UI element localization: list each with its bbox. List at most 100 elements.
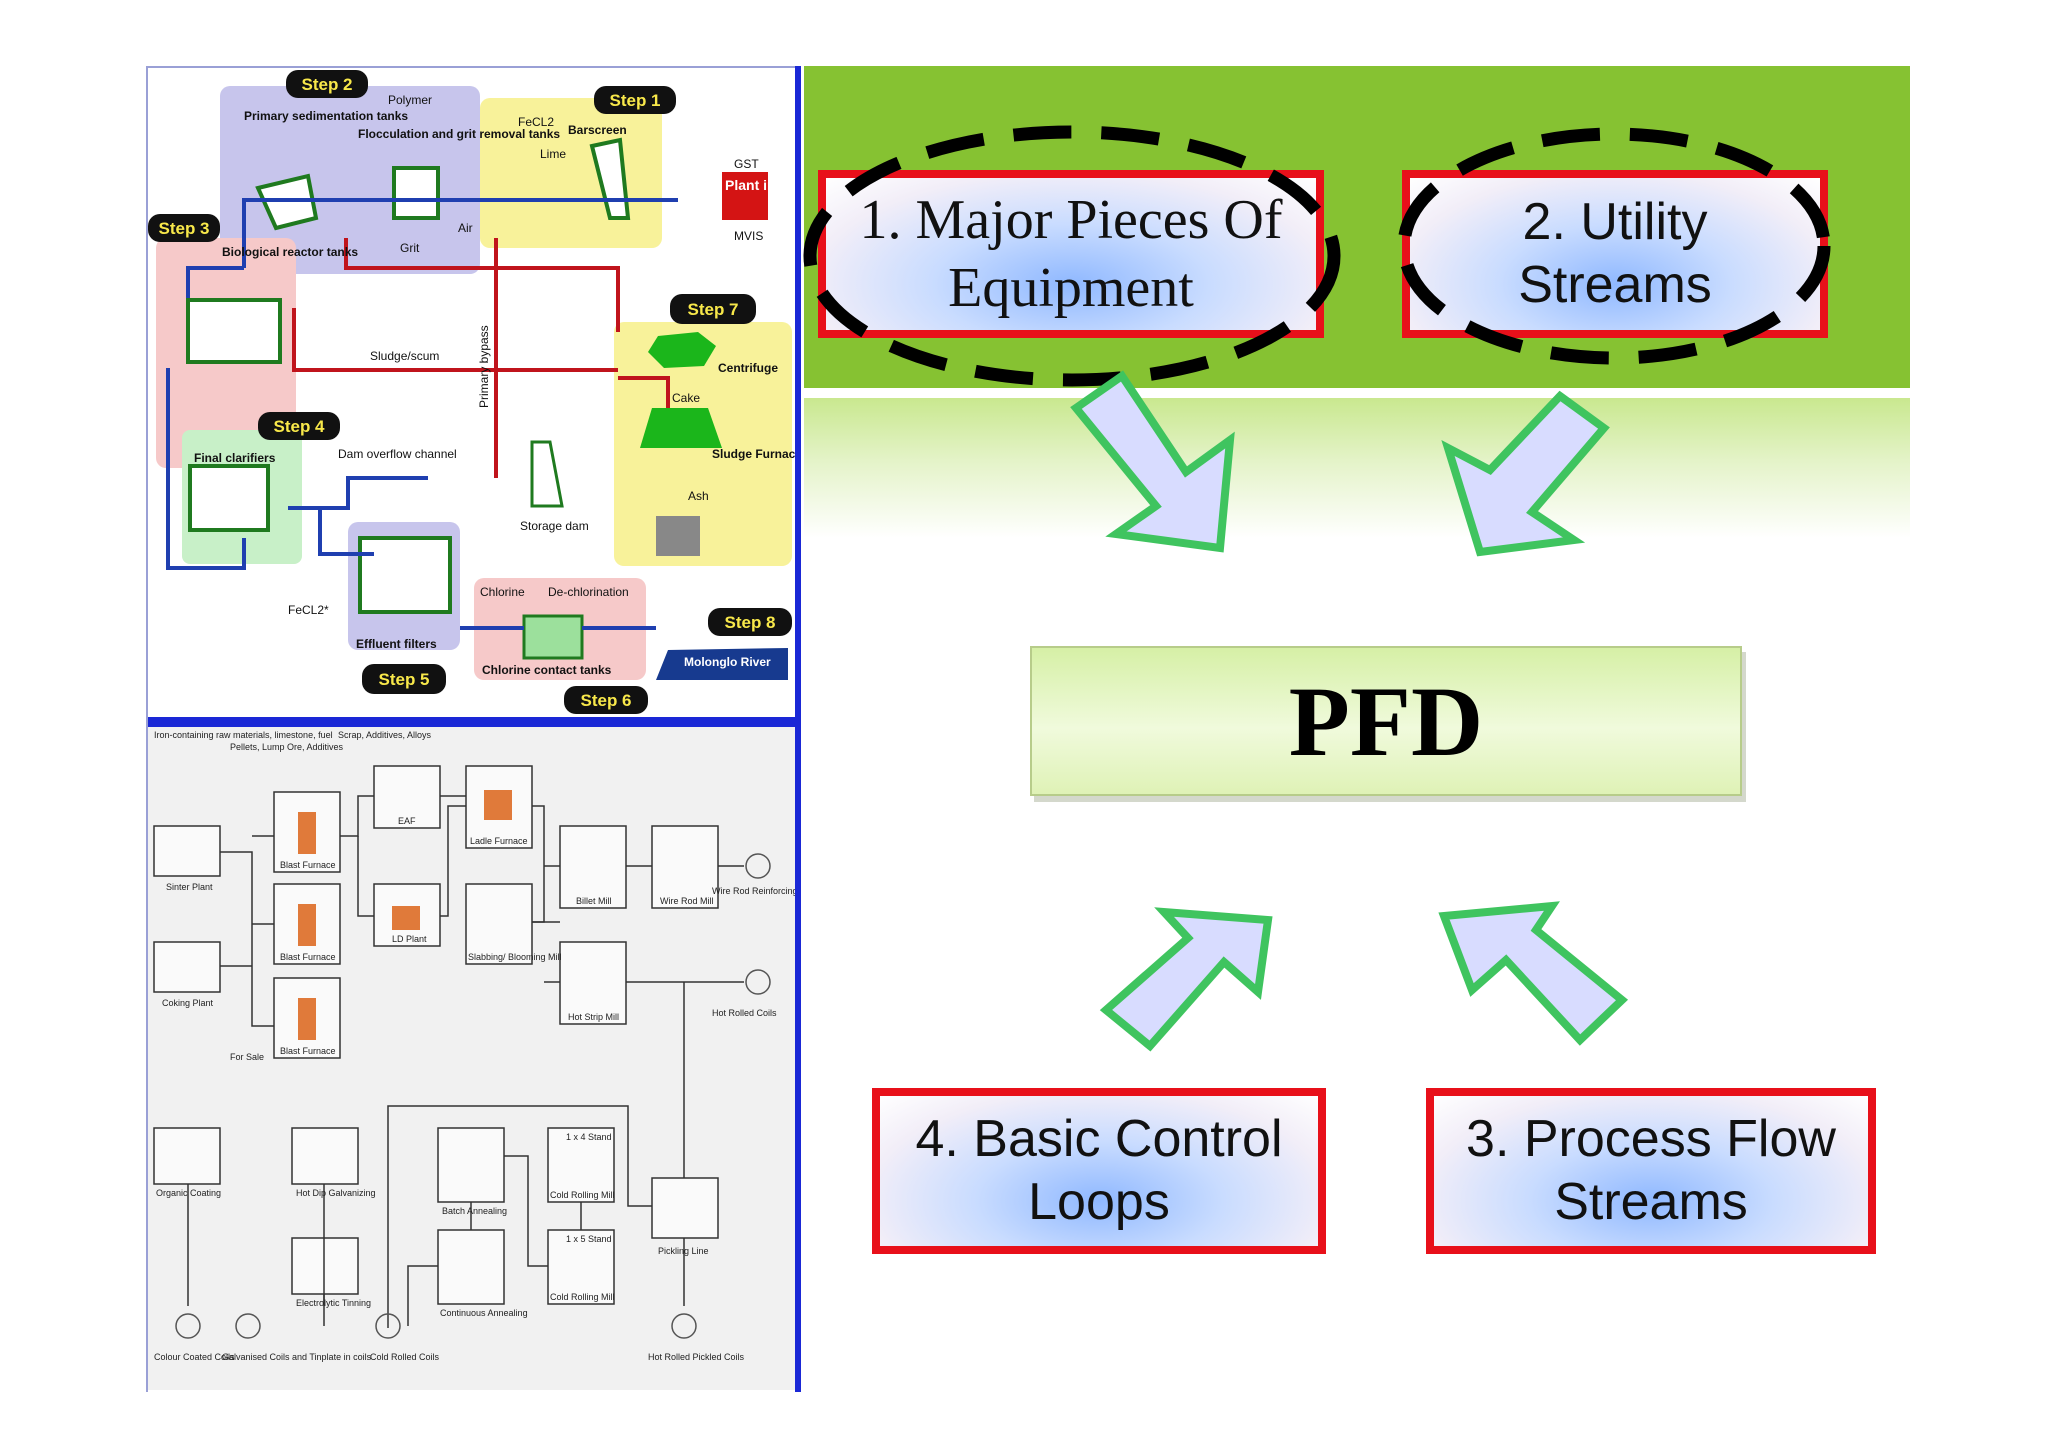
- label-slabbing: Slabbing/ Blooming Mill: [468, 952, 562, 962]
- unit-slabbing: [465, 883, 533, 965]
- unit-hot-strip: [559, 941, 627, 1025]
- label-electro: Electrolytic Tinning: [296, 1298, 371, 1308]
- label-flocculation: Flocculation and grit removal tanks: [358, 127, 560, 141]
- band-separator: [804, 388, 1910, 398]
- label-ladle: Ladle Furnace: [470, 836, 528, 846]
- label-cold2: Cold Rolling Mill: [550, 1292, 615, 1302]
- divider-horizontal: [148, 717, 800, 727]
- unit-sinter: [153, 825, 221, 877]
- dashed-ellipse-equipment: [803, 125, 1341, 387]
- unit-eaf: [373, 765, 441, 829]
- label-coking: Coking Plant: [162, 998, 214, 1008]
- label-biological: Biological reactor tanks: [222, 245, 358, 259]
- arrow-down-left-icon: [1441, 390, 1610, 557]
- label-fecl2-star: FeCL2*: [288, 603, 329, 617]
- label-storage-dam: Storage dam: [520, 519, 589, 533]
- steel-svg: Iron-containing raw materials, limestone…: [153, 730, 842, 1362]
- storage-dam: [530, 440, 564, 508]
- truck: [656, 516, 700, 556]
- label-barscreen: Barscreen: [568, 123, 627, 137]
- label-sinter: Sinter Plant: [166, 882, 213, 892]
- label-hot-rolled: Hot Rolled Coils: [712, 1008, 777, 1018]
- unit-hot-dip: [291, 1127, 359, 1185]
- label-lime: Lime: [540, 147, 566, 161]
- label-gst: GST: [734, 157, 759, 171]
- floc-tank: [392, 166, 440, 220]
- label-cake: Cake: [672, 391, 700, 405]
- label-eaf: EAF: [398, 816, 416, 826]
- label-polymer: Polymer: [388, 93, 432, 107]
- label-final-clarifiers: Final clarifiers: [194, 451, 276, 465]
- plant-inlet-box: [722, 172, 768, 220]
- label-dam-overflow: Dam overflow channel: [338, 447, 457, 461]
- label-grit: Grit: [400, 241, 420, 255]
- unit-batch: [437, 1127, 505, 1203]
- label-cold-rolled: Cold Rolled Coils: [370, 1352, 440, 1362]
- label-bf2: Blast Furnace: [280, 952, 336, 962]
- input-iron: Iron-containing raw materials, limestone…: [154, 730, 333, 740]
- step-5-label: Step 5: [378, 670, 429, 689]
- label-ld: LD Plant: [392, 934, 427, 944]
- label-pickling: Pickling Line: [658, 1246, 709, 1256]
- label-bypass: Primary bypass: [477, 325, 491, 408]
- label-galvanised: Galvanised Coils and Tinplate in coils: [222, 1352, 372, 1362]
- label-for-sale: For Sale: [230, 1052, 264, 1062]
- label-hot-dip: Hot Dip Galvanizing: [296, 1188, 376, 1198]
- panel-outline: [146, 66, 798, 68]
- label-bf1: Blast Furnace: [280, 860, 336, 870]
- step-2-label: Step 2: [301, 75, 352, 94]
- label-colour: Colour Coated Coils: [154, 1352, 235, 1362]
- box-major-equipment: 1. Major Pieces Of Equipment: [818, 170, 1324, 338]
- label-wire: Wire Rod Mill: [660, 896, 714, 906]
- unit-billet: [559, 825, 627, 909]
- unit-electro: [291, 1237, 359, 1295]
- wastewater-diagram: Step 2 Step 1 Step 3 Step 4 Step 5 Step …: [148, 68, 802, 718]
- step-6-label: Step 6: [580, 691, 631, 710]
- label-primary-sed: Primary sedimentation tanks: [244, 109, 408, 123]
- box-process-flow: 3. Process Flow Streams: [1426, 1088, 1876, 1254]
- arrow-up-right-icon: [1099, 907, 1273, 1052]
- coil-icon: [235, 1313, 261, 1339]
- label-continuous: Continuous Annealing: [440, 1308, 528, 1318]
- label-chlorine: Chlorine: [480, 585, 525, 599]
- label-organic: Organic Coating: [156, 1188, 221, 1198]
- label-cold1: Cold Rolling Mill: [550, 1190, 615, 1200]
- label-centrifuge: Centrifuge: [718, 361, 778, 375]
- centrifuge: [648, 332, 716, 368]
- dashed-ellipse-utility: [1397, 127, 1831, 365]
- label-fecl2: FeCL2: [518, 115, 554, 129]
- label-hot-strip: Hot Strip Mill: [568, 1012, 619, 1022]
- step-7-label: Step 7: [687, 300, 738, 319]
- contact-tank: [522, 614, 584, 660]
- label-sludge: Sludge/scum: [370, 349, 439, 363]
- arrow-up-left-icon: [1438, 901, 1629, 1046]
- label-dechlorination: De-chlorination: [548, 585, 629, 599]
- label-stand1: 1 x 4 Stand: [566, 1132, 612, 1142]
- label-effluent-filters: Effluent filters: [356, 637, 437, 651]
- step-badges: Step 2 Step 1 Step 3 Step 4 Step 5 Step …: [148, 70, 792, 714]
- box-major-equipment-label: 1. Major Pieces Of Equipment: [859, 188, 1283, 319]
- effluent-filter: [358, 536, 452, 614]
- box-control-loops: 4. Basic Control Loops: [872, 1088, 1326, 1254]
- label-stand2: 1 x 5 Stand: [566, 1234, 612, 1244]
- unit-cold1: [547, 1127, 615, 1203]
- pfd-box: PFD: [1030, 646, 1742, 796]
- label-river: Molonglo River: [684, 655, 771, 669]
- label-plant-inlet: Plant inlet: [725, 177, 792, 193]
- step-3-label: Step 3: [158, 219, 209, 238]
- coil-icon: [745, 853, 771, 879]
- label-sludge-furnace: Sludge Furnace: [712, 447, 798, 461]
- wastewater-svg: Step 2 Step 1 Step 3 Step 4 Step 5 Step …: [148, 70, 802, 714]
- label-pickled: Hot Rolled Pickled Coils: [648, 1352, 745, 1362]
- label-ash: Ash: [688, 489, 709, 503]
- unit-coking: [153, 941, 221, 993]
- steel-plant-diagram: Iron-containing raw materials, limestone…: [148, 726, 842, 1390]
- unit-wire: [651, 825, 719, 909]
- box-utility-streams-label: 2. Utility Streams: [1518, 192, 1712, 314]
- step-1-label: Step 1: [609, 91, 660, 110]
- panel-outline: [146, 66, 148, 1392]
- input-pellets: Pellets, Lump Ore, Additives: [230, 742, 344, 752]
- unit-continuous: [437, 1229, 505, 1305]
- box-control-loops-label: 4. Basic Control Loops: [915, 1109, 1283, 1231]
